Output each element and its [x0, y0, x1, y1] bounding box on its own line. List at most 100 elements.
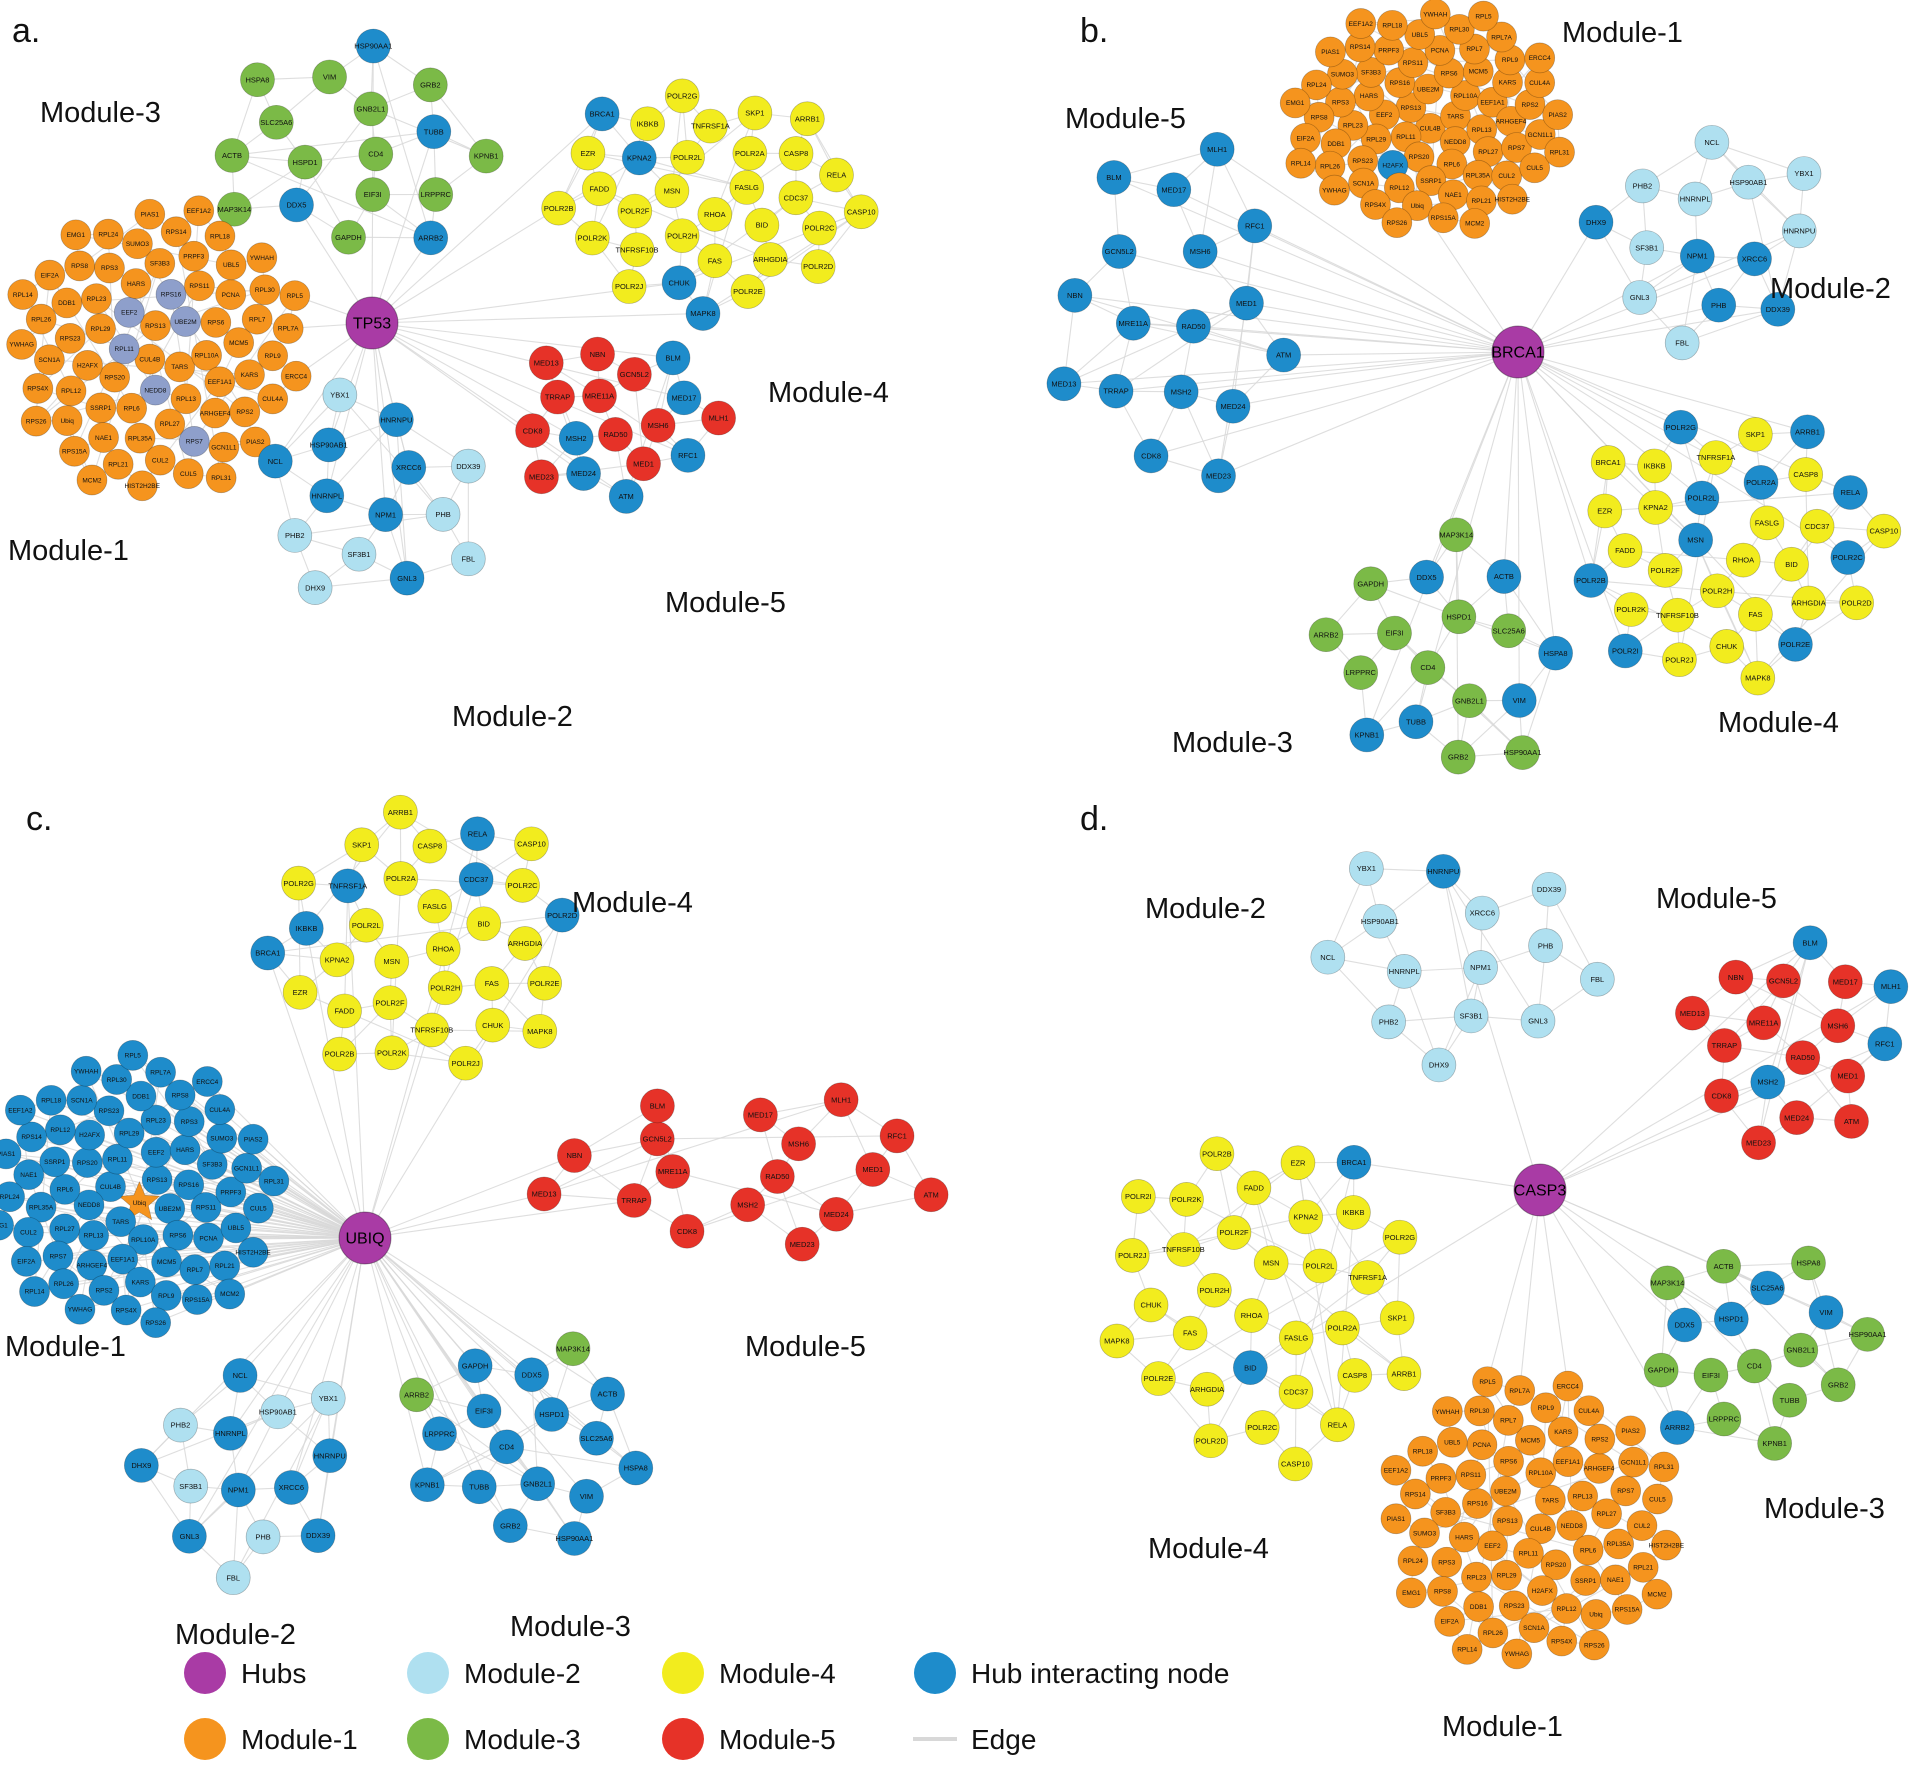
- node-label: RPL27: [55, 1226, 75, 1233]
- node-RPL29: [1491, 1559, 1522, 1591]
- node-label: RPL23: [146, 1117, 166, 1124]
- node-label: TUBB: [424, 127, 444, 136]
- node-label: POLR2A: [735, 149, 765, 158]
- hub-edge: [1113, 177, 1519, 353]
- node-label: EIF3I: [364, 190, 382, 199]
- node-label: PIAS2: [1621, 1428, 1640, 1435]
- node-label: NBN: [566, 1151, 582, 1160]
- node-PIAS2: [1542, 99, 1574, 131]
- node-SF3B1: [341, 536, 377, 572]
- node-label: ACTB: [1494, 572, 1514, 581]
- node-RPL10A: [191, 339, 222, 371]
- node-POLR2L: [1302, 1248, 1338, 1284]
- node-TNFRSF10B: [1166, 1232, 1201, 1267]
- node-label: GNL3: [1528, 1017, 1548, 1026]
- node-FADD: [1236, 1170, 1272, 1206]
- node-PIAS1: [0, 1138, 22, 1170]
- node-label: EEF2: [1376, 112, 1393, 119]
- node-RPL7A: [145, 1056, 176, 1088]
- node-label: MED24: [1221, 402, 1246, 411]
- node-BLM: [1792, 925, 1828, 961]
- node-YBX1: [310, 1380, 346, 1416]
- node-label: MSH2: [566, 434, 587, 443]
- node-TUBB: [416, 114, 452, 150]
- node-EMG1: [1395, 1577, 1427, 1609]
- node-label: MRE11A: [585, 392, 614, 401]
- node-KPNB1: [1757, 1426, 1792, 1461]
- node-label: RPL12: [50, 1127, 70, 1134]
- module-label-d-4: Module-1: [1442, 1711, 1563, 1743]
- legend-swatch-module2: [407, 1652, 449, 1694]
- node-label: POLR2A: [1328, 1324, 1358, 1333]
- edge: [1723, 1265, 1868, 1335]
- node-label: SF3B1: [179, 1482, 202, 1491]
- node-GNL3: [1622, 280, 1658, 315]
- node-DDB1: [51, 287, 83, 319]
- node-label: CD4: [1420, 663, 1435, 672]
- node-label: HIST2H2BE: [125, 483, 161, 490]
- legend-swatch-module3: [407, 1718, 449, 1760]
- node-label: FBL: [226, 1573, 240, 1582]
- node-label: DHX9: [305, 583, 325, 592]
- node-label: SSRP1: [44, 1159, 66, 1166]
- node-label: SF3B3: [1436, 1510, 1456, 1517]
- node-PHB: [425, 497, 461, 532]
- node-MRE11A: [1746, 1005, 1781, 1041]
- node-RPL31: [205, 462, 237, 494]
- node-NPM1: [220, 1472, 256, 1508]
- node-label: EZR: [293, 988, 309, 997]
- node-label: ARHGDIA: [1792, 599, 1826, 608]
- node-label: UBE2M: [1494, 1488, 1516, 1495]
- node-label: MRE11A: [658, 1167, 687, 1176]
- node-CD4: [1737, 1348, 1772, 1384]
- node-label: NPM1: [1470, 963, 1491, 972]
- node-label: MCM2: [1647, 1591, 1667, 1598]
- node-label: FBL: [1675, 339, 1689, 348]
- node-MSN: [654, 173, 690, 209]
- node-label: MED13: [1680, 1009, 1705, 1018]
- node-label: POLR2K: [1616, 605, 1646, 614]
- node-label: PIAS1: [141, 211, 160, 218]
- hub-edge: [267, 952, 366, 1239]
- node-UBE2M: [170, 306, 201, 337]
- node-label: MAP3K14: [217, 205, 251, 214]
- node-label: ARHGDIA: [508, 939, 542, 948]
- node-label: KPNA2: [1293, 1213, 1318, 1222]
- node-label: SCN1A: [71, 1098, 93, 1105]
- node-label: VIM: [1513, 696, 1526, 705]
- node-TARS: [164, 351, 196, 383]
- node-MCM5: [1515, 1424, 1546, 1456]
- legend-item-module-2: Module-2: [407, 1652, 581, 1694]
- node-label: NEDD8: [78, 1202, 100, 1209]
- node-NBN: [557, 1138, 592, 1173]
- edge: [1360, 23, 1450, 74]
- node-RPS8: [64, 250, 96, 282]
- node-label: FAS: [708, 256, 722, 265]
- node-RPS11: [184, 270, 215, 302]
- node-CASP8: [778, 136, 814, 171]
- node-GCN5L2: [1766, 963, 1801, 999]
- node-label: CUL5: [1526, 165, 1543, 172]
- node-KPNB1: [468, 138, 504, 174]
- edge: [747, 211, 862, 292]
- edge: [416, 1394, 539, 1485]
- node-UBL5: [220, 1212, 252, 1244]
- node-RPS2: [88, 1275, 120, 1306]
- module-label-c-2: Module-5: [745, 1331, 866, 1363]
- nodes-layer: CD4HSPD1GNB2L1EIF3ISLC25A6TUBBDDX5VIMLRP…: [0, 0, 1909, 1670]
- node-label: POLR2H: [667, 231, 697, 240]
- node-VIM: [1501, 683, 1537, 718]
- node-label: RELA: [468, 829, 488, 838]
- module-label-c-1: Module-1: [5, 1331, 126, 1363]
- legend-swatch-module1: [184, 1718, 226, 1760]
- node-RPL31: [1544, 136, 1575, 168]
- node-MAP3K14: [217, 191, 252, 227]
- node-label: PHB2: [1633, 182, 1653, 191]
- node-RPL35A: [124, 422, 156, 454]
- node-FADD: [327, 993, 362, 1029]
- legend-label: Module-2: [464, 1658, 581, 1689]
- node-label: MED23: [1746, 1138, 1771, 1147]
- node-label: RPL30: [107, 1077, 127, 1084]
- node-label: Ubiq: [133, 1200, 147, 1207]
- node-MED23: [784, 1226, 820, 1262]
